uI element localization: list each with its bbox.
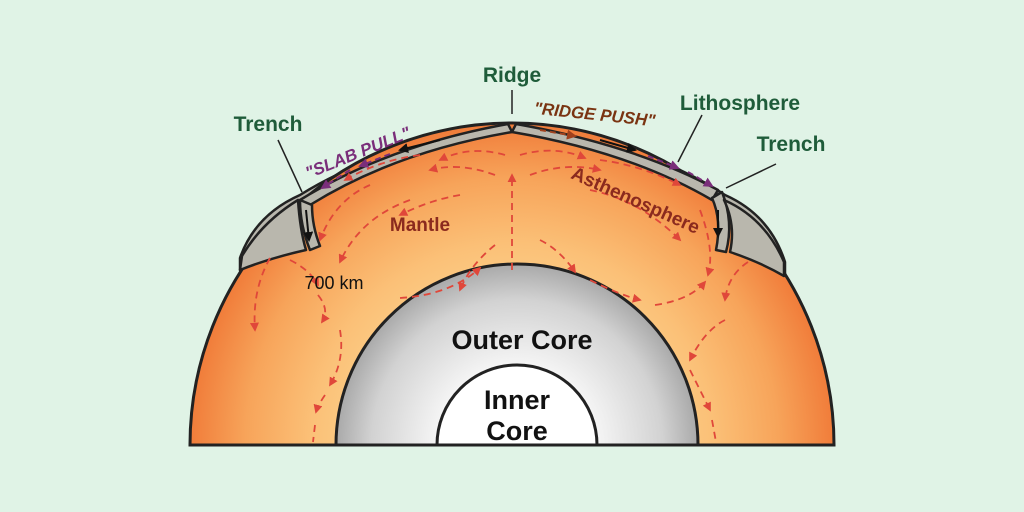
slab-pull-arrows	[303, 139, 441, 242]
convection-arrow	[599, 159, 682, 186]
convection-arrow	[398, 194, 461, 216]
outer-core-label: Outer Core	[451, 325, 592, 355]
convection-arrow	[318, 184, 371, 242]
trench-right-label: Trench	[757, 133, 826, 156]
convection-arrows	[249, 149, 749, 443]
convection-arrow	[317, 294, 330, 324]
lithosphere-leader-line	[677, 114, 703, 163]
convection-arrow	[329, 329, 343, 387]
trench-left-leader-line	[277, 139, 303, 193]
convection-arrow	[721, 261, 749, 302]
convection-arrow	[519, 149, 587, 160]
convection-arrow	[438, 150, 506, 161]
convection-arrow	[689, 369, 711, 412]
convection-arrow	[312, 424, 316, 443]
mantle-label: Mantle	[390, 215, 450, 236]
convection-arrow	[399, 266, 482, 299]
slab-pull-arrow	[320, 169, 351, 190]
ridge-push-arrow	[687, 171, 714, 188]
convection-arrow	[589, 189, 682, 242]
inner-core-label-line1: Inner	[484, 385, 551, 415]
convection-arrow	[711, 419, 717, 443]
subducting-slab-left	[298, 198, 322, 252]
convection-arrow	[529, 164, 602, 176]
outer-core	[334, 262, 700, 447]
ridge-label: Ridge	[483, 64, 541, 87]
ridge-push-arrow	[647, 155, 680, 170]
convection-arrow	[699, 209, 715, 277]
overriding-plate-right	[722, 198, 786, 278]
convection-arrow	[428, 163, 496, 176]
convection-arrow	[589, 279, 642, 303]
slab-pull-arrow	[358, 153, 391, 168]
overriding-plate-left	[238, 198, 308, 272]
convection-arrow	[654, 280, 707, 306]
inner-core-label-line2: Core	[486, 416, 548, 446]
convection-arrow	[289, 259, 319, 287]
slab-pull-arrow	[303, 209, 314, 242]
depth-label: 700 km	[304, 273, 363, 293]
slab-pull-arrow	[398, 139, 441, 153]
lithosphere-label: Lithosphere	[680, 92, 800, 115]
inner-core	[435, 363, 599, 447]
convection-arrow	[343, 154, 421, 181]
ridge-push-arrow	[539, 129, 577, 140]
convection-arrow	[689, 319, 726, 362]
convection-arrow	[458, 244, 496, 292]
ridge-push-arrow	[599, 139, 637, 153]
convection-arrow	[249, 257, 271, 332]
trench-left-label: Trench	[234, 113, 303, 136]
ridge-push-arrows	[539, 129, 723, 238]
convection-arrow	[539, 239, 577, 274]
trench-right-leader-line	[725, 163, 777, 189]
convection-arrow	[338, 199, 411, 264]
convection-arrow	[313, 394, 326, 414]
